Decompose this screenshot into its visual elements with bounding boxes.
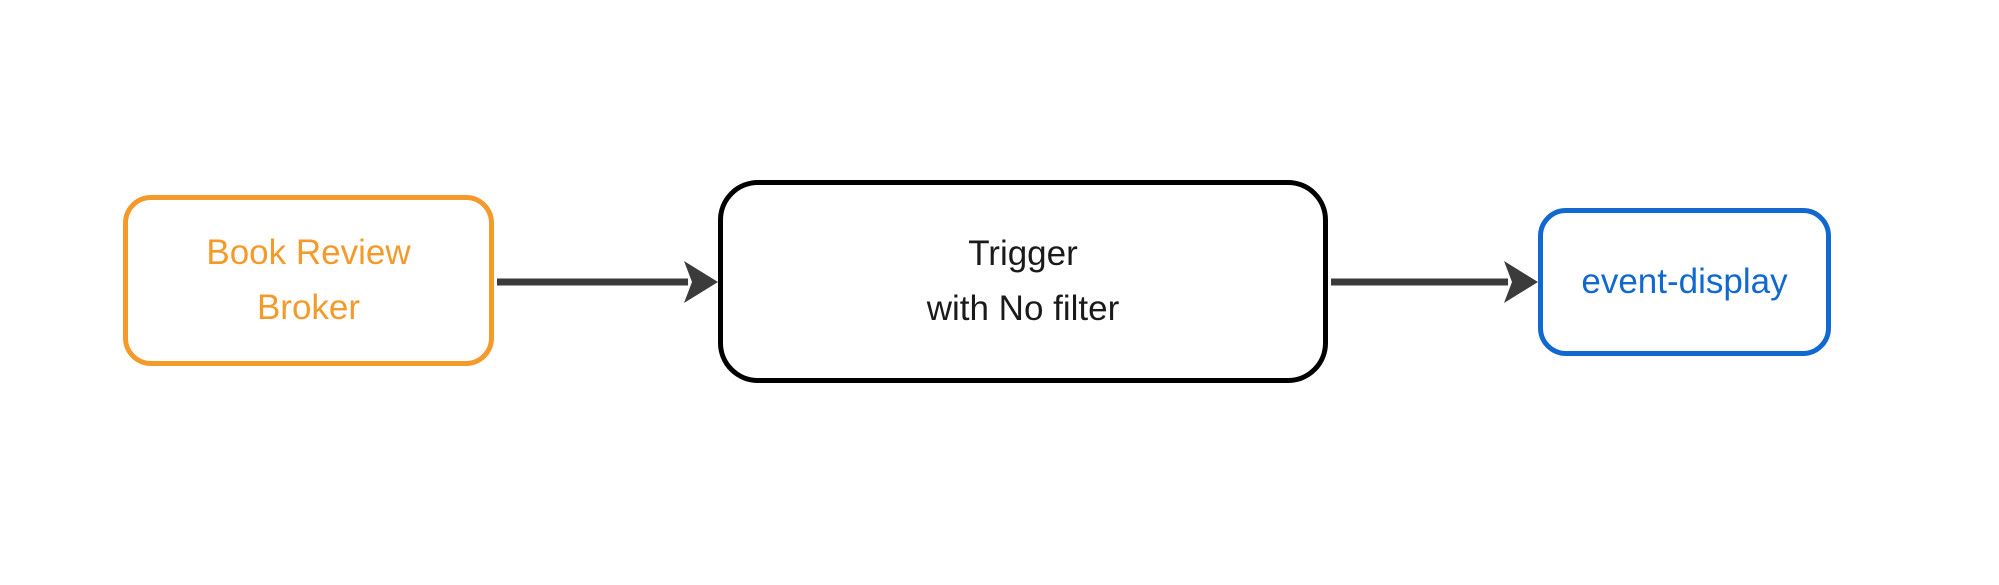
node-event-display-label: event-display	[1581, 261, 1788, 301]
node-broker-label: Book Review Broker	[206, 233, 411, 327]
node-trigger-label: Trigger with No filter	[926, 234, 1120, 328]
node-broker: Book Review Broker	[123, 195, 494, 366]
edge-trigger-to-event-display	[1331, 261, 1538, 303]
edge-broker-to-trigger	[497, 261, 718, 303]
node-event-display: event-display	[1538, 208, 1831, 356]
node-trigger: Trigger with No filter	[718, 180, 1328, 383]
arrowhead-icon	[1504, 261, 1538, 303]
arrowhead-icon	[684, 261, 718, 303]
